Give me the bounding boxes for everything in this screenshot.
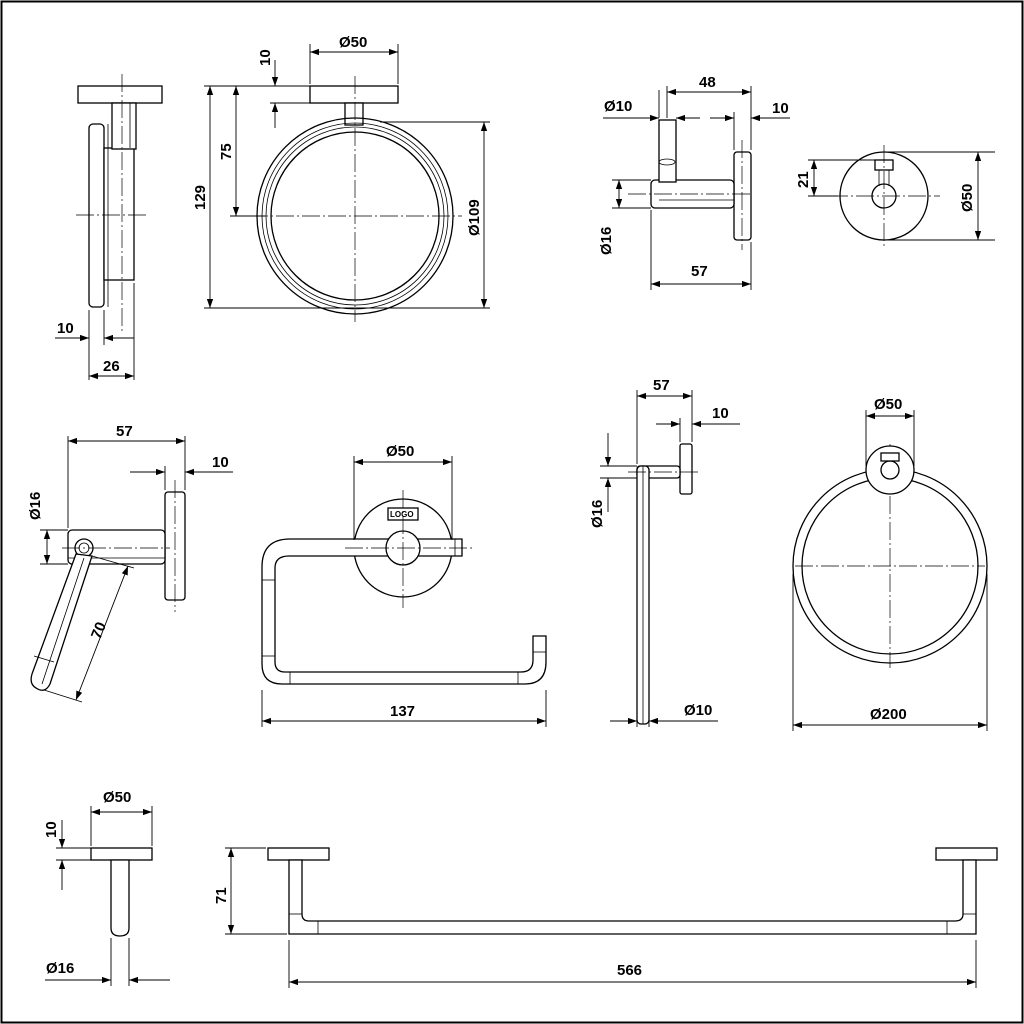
dim-ring-dia: Ø200 xyxy=(870,706,907,723)
logo-label: LOGO xyxy=(390,510,414,519)
dim-bar-side-bar-dia: Ø16 xyxy=(46,960,74,977)
dim-paper-base-dia: Ø50 xyxy=(386,443,414,460)
dim-robe-bar-dia: Ø16 xyxy=(598,227,615,255)
dim-robe-offset: 21 xyxy=(795,171,812,188)
dim-paper-side-arm: 70 xyxy=(88,620,110,642)
dim-robe-length-top: 48 xyxy=(699,74,716,91)
dim-ring-base-dia: Ø50 xyxy=(874,396,902,413)
towel-ring-front-view: Ø50 Ø200 xyxy=(792,396,988,731)
glass-holder-front-view: Ø50 10 75 129 Ø109 xyxy=(192,34,490,322)
dim-glass-side-depth: 26 xyxy=(103,358,120,375)
dim-glass-height: 129 xyxy=(192,185,209,210)
dim-bar-side-thick: 10 xyxy=(43,821,60,838)
glass-holder-side-view: 10 26 xyxy=(55,74,163,380)
dim-paper-side-thick: 10 xyxy=(212,454,229,471)
dim-robe-pin-dia: Ø10 xyxy=(604,98,632,115)
dim-paper-side-bar-dia: Ø16 xyxy=(27,492,44,520)
paper-holder-front-view: LOGO Ø50 137 xyxy=(261,443,547,727)
dim-paper-side-length: 57 xyxy=(116,423,133,440)
dim-glass-center: 75 xyxy=(218,143,235,160)
towel-bar-front-view: 71 566 xyxy=(213,847,998,988)
dim-glass-side-thick: 10 xyxy=(57,320,74,337)
paper-holder-side-view: 57 10 Ø16 70 xyxy=(27,423,233,703)
dim-robe-thick: 10 xyxy=(772,100,789,117)
dim-bar-height: 71 xyxy=(213,887,230,904)
dim-towel-hook-rod-dia: Ø10 xyxy=(684,702,712,719)
robe-hook-side-view: Ø10 48 10 Ø16 57 xyxy=(598,74,790,290)
towel-hook-side-view: 57 10 Ø16 Ø10 xyxy=(589,377,740,727)
dim-towel-hook-length: 57 xyxy=(653,377,670,394)
dim-bar-side-base-dia: Ø50 xyxy=(103,789,131,806)
dim-towel-hook-thick: 10 xyxy=(712,405,729,422)
towel-bar-side-view: Ø50 10 Ø16 xyxy=(43,789,170,986)
dim-glass-ring-dia: Ø109 xyxy=(466,199,483,236)
dim-towel-hook-bar-dia: Ø16 xyxy=(589,500,606,528)
robe-hook-front-view: 21 Ø50 xyxy=(795,145,995,248)
dim-glass-base-dia: Ø50 xyxy=(339,34,367,51)
dim-paper-width: 137 xyxy=(390,703,415,720)
dim-glass-base-thick: 10 xyxy=(257,49,274,66)
dim-bar-length: 566 xyxy=(617,962,642,979)
dim-robe-length: 57 xyxy=(691,263,708,280)
dim-robe-base-dia: Ø50 xyxy=(959,184,976,212)
